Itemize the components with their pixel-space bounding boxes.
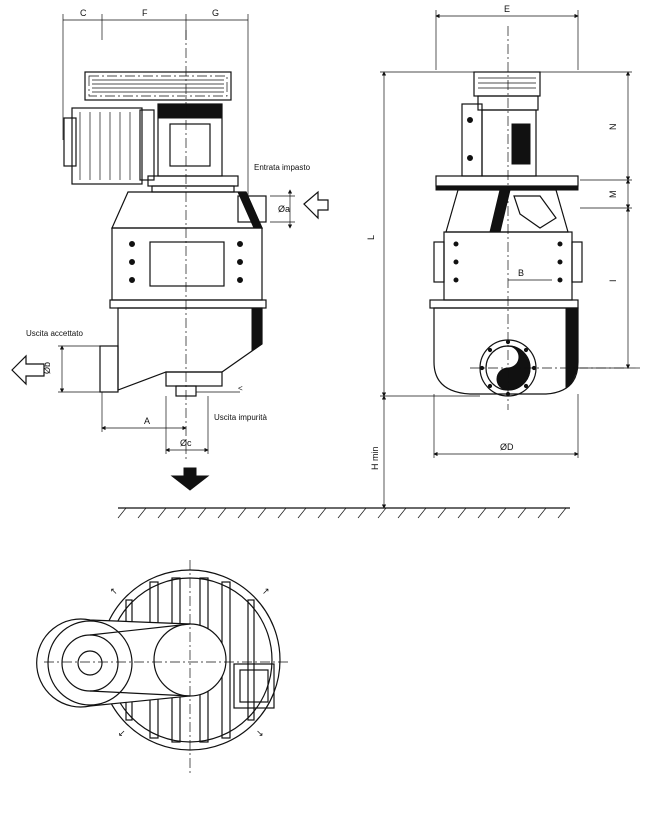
label-accept-outlet: Uscita accettato <box>26 329 83 338</box>
dim-n: N <box>608 124 618 131</box>
reject-arrow <box>170 467 210 491</box>
svg-text:<: < <box>238 384 243 393</box>
dim-a: A <box>144 416 150 426</box>
dim-g: G <box>212 8 219 18</box>
dim-phi-d: ØD <box>500 442 514 452</box>
accept-arrow <box>11 354 45 386</box>
svg-text:↖: ↖ <box>110 586 118 596</box>
dim-i: I <box>608 279 618 282</box>
front-view-right: E B <box>366 4 640 509</box>
dim-b: B <box>518 268 524 278</box>
svg-text:↙: ↙ <box>118 728 126 738</box>
front-body-bolts <box>453 241 563 283</box>
svg-text:↗: ↗ <box>262 586 270 596</box>
ground-line <box>117 507 570 519</box>
belt-guard-fins <box>92 79 224 93</box>
label-inlet: Entrata impasto <box>254 163 311 172</box>
dim-l: L <box>366 235 376 240</box>
label-reject-outlet: Uscita impurità <box>214 413 267 422</box>
body-bolts-left <box>129 241 243 283</box>
plan-view-bottom: ↗ ↖ ↙ ↘ <box>36 560 290 776</box>
svg-text:↘: ↘ <box>256 728 264 738</box>
dim-phi-b: Øb <box>42 362 52 374</box>
motor-fins <box>79 112 131 180</box>
front-guard-fins <box>478 77 536 89</box>
dim-m: M <box>608 191 618 199</box>
dim-e: E <box>504 4 510 14</box>
dim-c: C <box>80 8 87 18</box>
side-view-left: Øa Entrata impasto < Øb Uscita ac <box>11 14 329 491</box>
dim-h-min: H min <box>370 446 380 470</box>
dim-phi-a: Øa <box>278 204 290 214</box>
dim-phi-c: Øc <box>180 438 192 448</box>
inlet-arrow <box>303 190 329 220</box>
dim-f: F <box>142 8 148 18</box>
outlet-flange-bolts <box>479 339 537 397</box>
